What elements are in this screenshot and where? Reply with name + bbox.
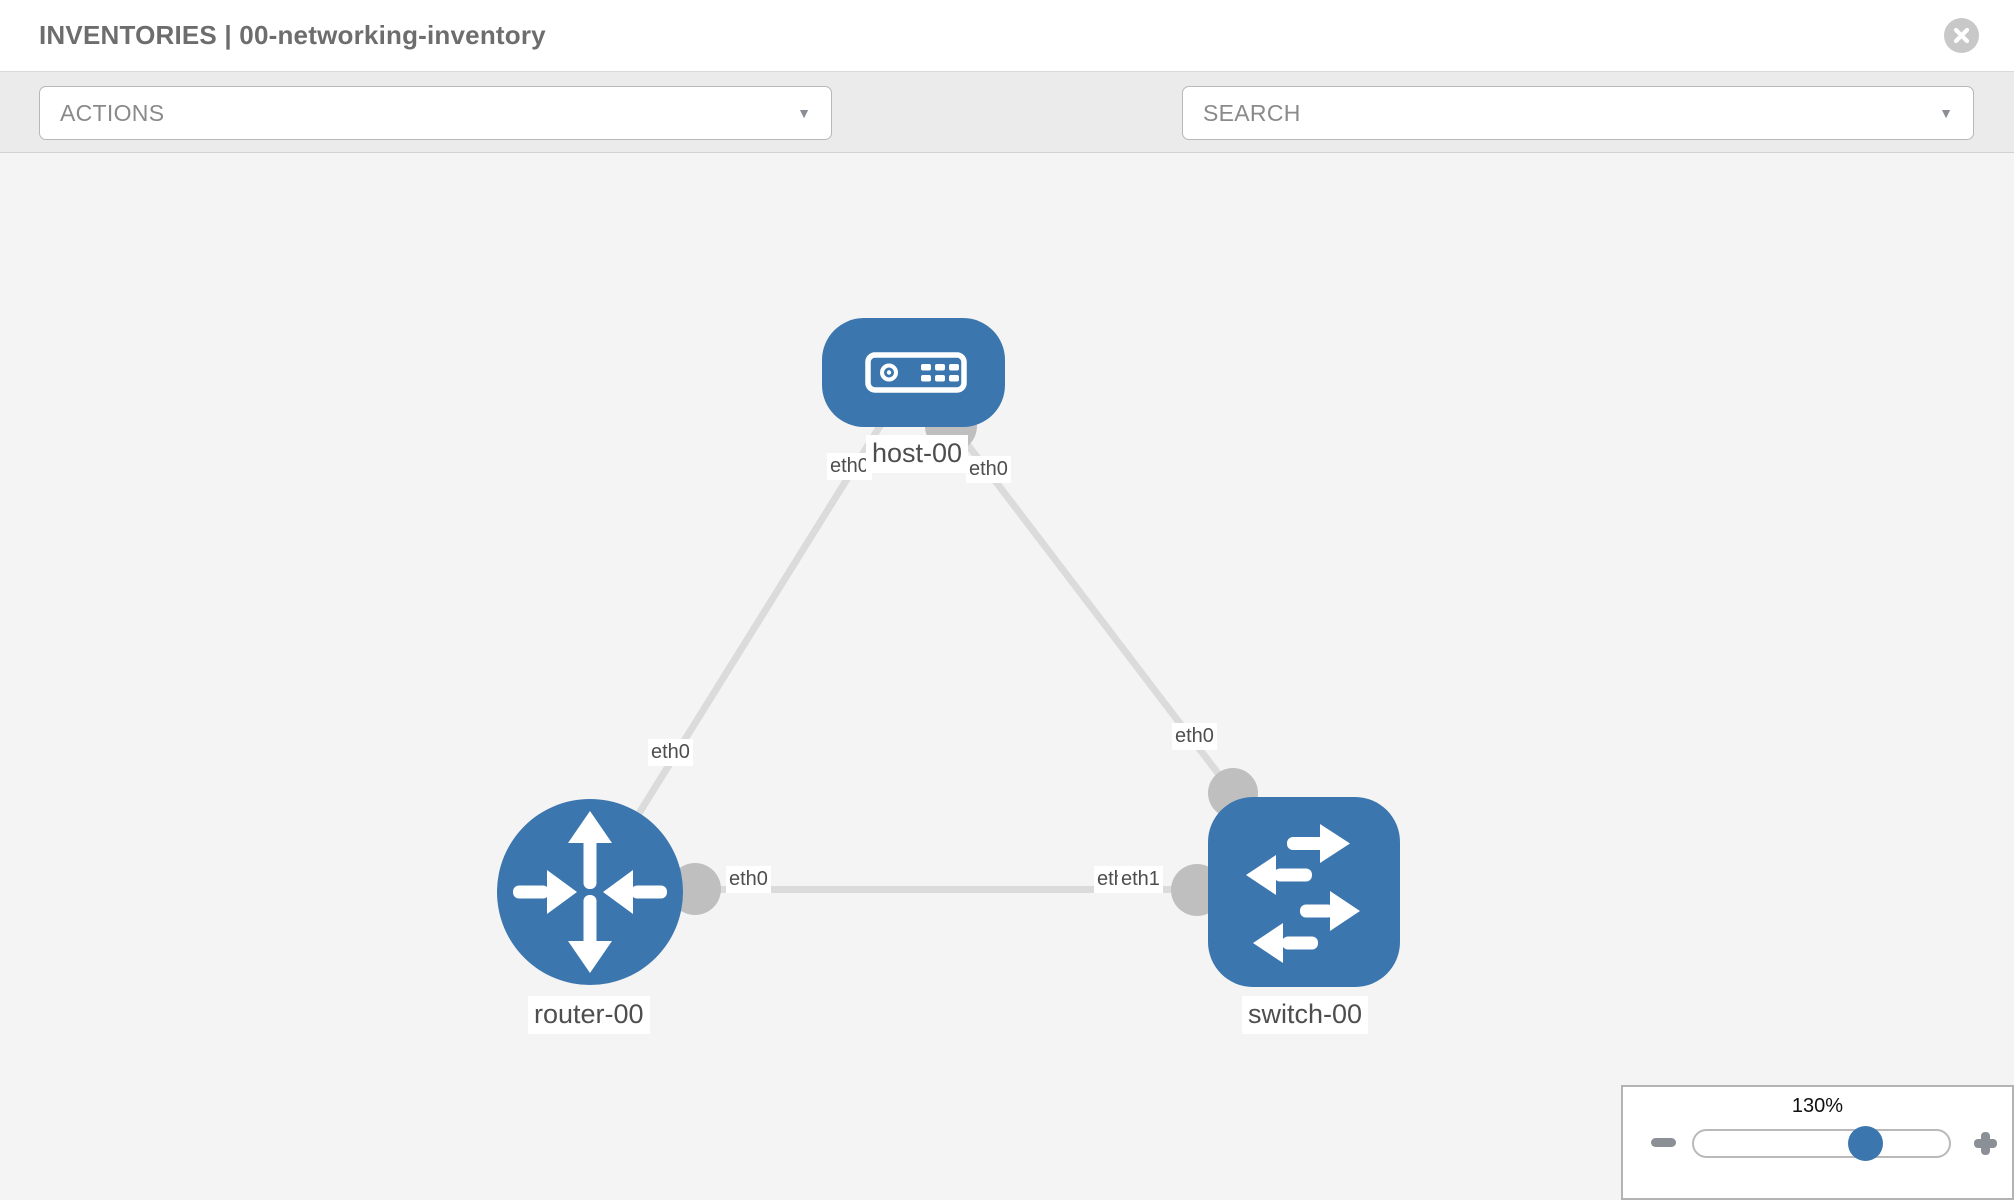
node-host[interactable]: [822, 318, 1005, 427]
search-dropdown[interactable]: SEARCH ▼: [1182, 86, 1974, 140]
page-title: INVENTORIES | 00-networking-inventory: [39, 20, 546, 50]
interface-label: eth0: [827, 453, 872, 480]
node-router[interactable]: [497, 799, 683, 985]
close-icon: [1953, 27, 1970, 44]
zoom-panel: 130%: [1621, 1085, 2014, 1200]
interface-label: eth0: [726, 866, 771, 893]
zoom-in-button[interactable]: [1974, 1132, 1997, 1155]
actions-dropdown[interactable]: ACTIONS ▼: [39, 86, 832, 140]
chevron-down-icon: ▼: [1939, 105, 1953, 121]
zoom-level-label: 130%: [1791, 1095, 1844, 1117]
interface-label: eth0: [966, 456, 1011, 483]
chevron-down-icon: ▼: [797, 105, 811, 121]
page-header: INVENTORIES | 00-networking-inventory: [0, 0, 2014, 72]
switch-icon: [1246, 824, 1360, 963]
close-button[interactable]: [1944, 18, 1979, 53]
node-switch[interactable]: [1208, 797, 1400, 987]
search-dropdown-label: SEARCH: [1203, 99, 1301, 126]
node-label-router: router-00: [528, 996, 650, 1034]
topology-canvas[interactable]: eth0 eth0 eth0 eth0 eth0 eth0 eth1 host-…: [0, 153, 2014, 1200]
zoom-slider[interactable]: [1692, 1129, 1951, 1158]
node-label-switch: switch-00: [1242, 996, 1369, 1034]
zoom-slider-knob[interactable]: [1848, 1126, 1883, 1161]
interface-label: eth0: [1172, 723, 1217, 750]
zoom-out-button[interactable]: [1651, 1138, 1676, 1147]
interface-label: eth1: [1118, 866, 1163, 893]
topology-svg: [497, 318, 1400, 987]
server-icon: [865, 352, 967, 393]
actions-dropdown-label: ACTIONS: [60, 99, 165, 126]
router-icon: [513, 811, 667, 973]
node-label-host: host-00: [866, 435, 969, 473]
toolbar: ACTIONS ▼ SEARCH ▼: [0, 72, 2014, 198]
interface-label: eth0: [648, 739, 693, 766]
